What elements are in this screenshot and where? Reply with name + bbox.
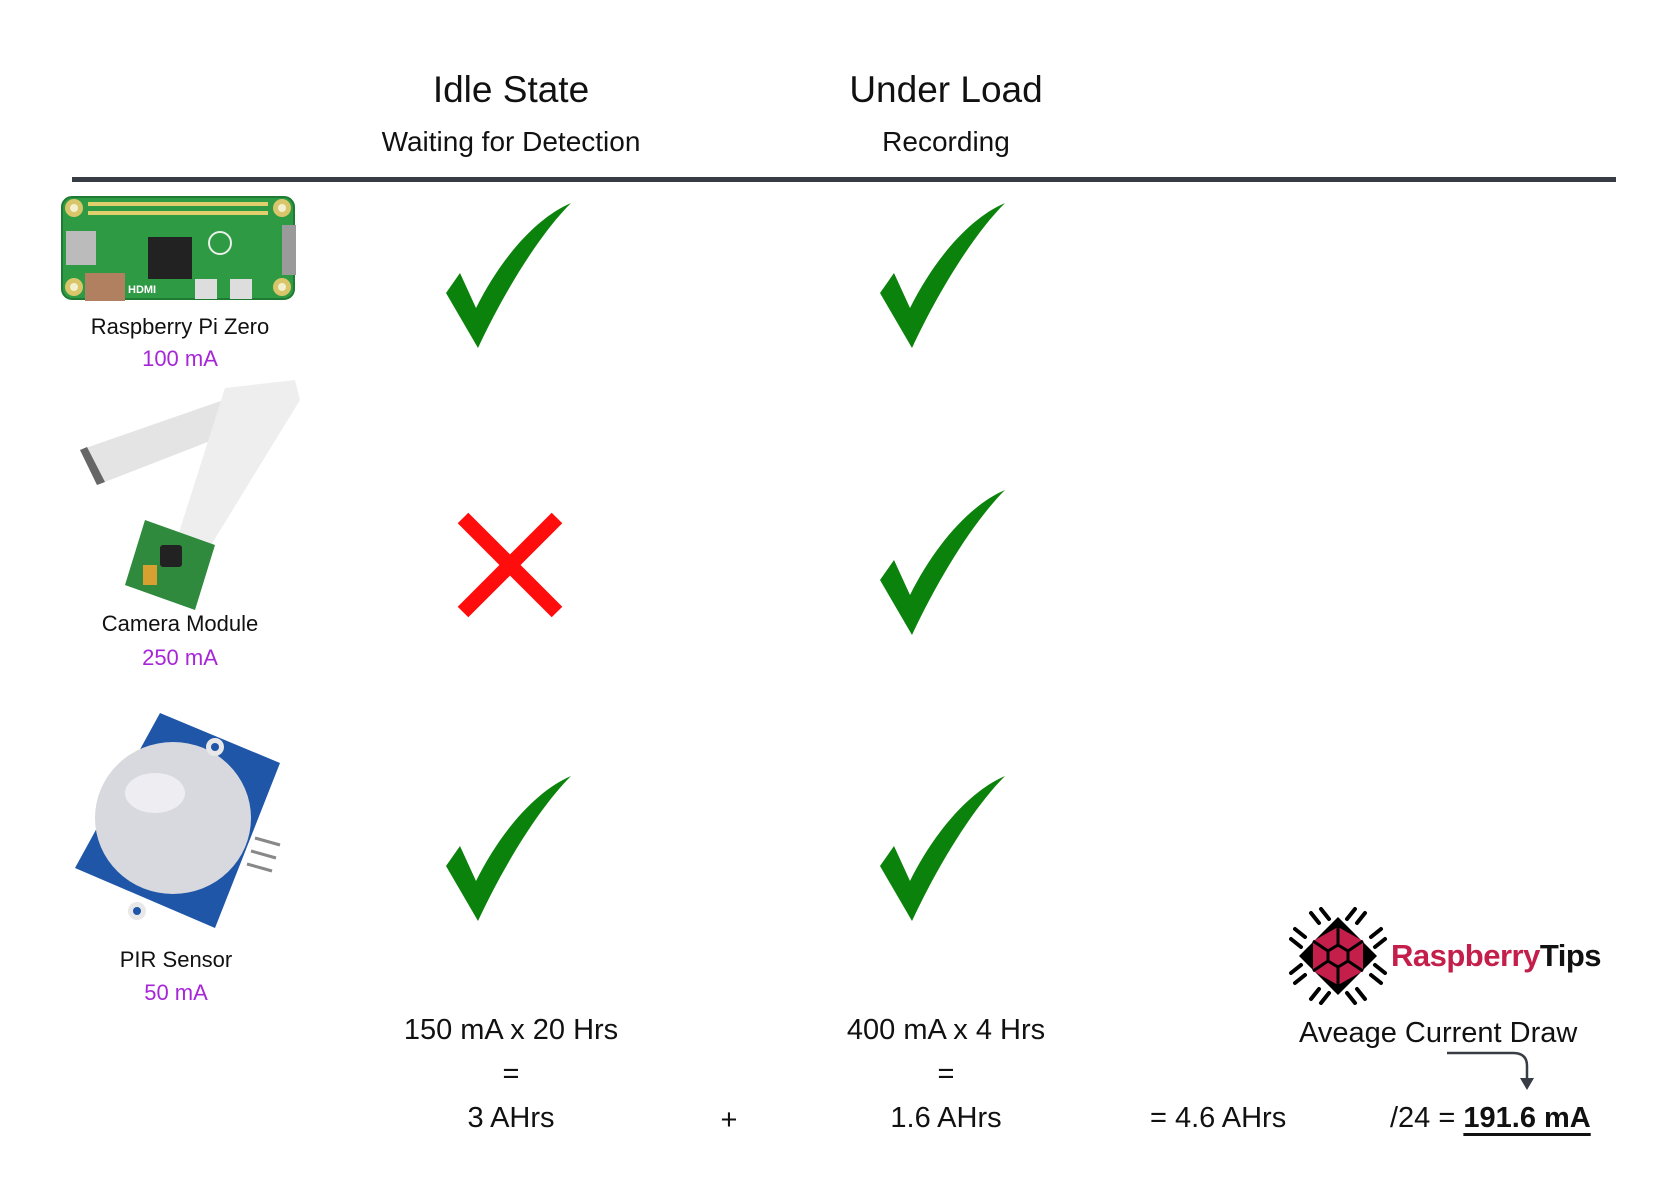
check-icon [880,490,1008,635]
idle-equals: = [502,1058,520,1090]
cross-icon [455,510,565,620]
column-title-idle: Idle State [432,69,590,110]
load-result: 1.6 AHrs [890,1102,1002,1134]
column-subtitle-load: Recording [882,126,1010,157]
component-current: 50 mA [144,980,208,1005]
average-formula: /24 = 191.6 mA [1390,1102,1591,1134]
idle-result: 3 AHrs [467,1102,555,1134]
plus-sign: + [720,1104,738,1136]
check-icon [446,203,574,348]
load-expression: 400 mA x 4 Hrs [846,1014,1046,1046]
header-divider [72,177,1616,182]
curved-arrow-icon [1445,1050,1535,1092]
column-subtitle-idle: Waiting for Detection [381,126,641,157]
check-icon [446,776,574,921]
component-current: 250 mA [142,645,218,670]
raspberry-pi-zero-image: HDMI [60,193,300,303]
load-equals: = [937,1058,955,1090]
brand-part-raspberry: Raspberry [1391,938,1540,973]
brand-part-tips: Tips [1539,938,1602,973]
average-current-label: Aveage Current Draw [1299,1017,1578,1049]
average-result: 191.6 mA [1463,1102,1591,1134]
component-name: Camera Module [101,611,259,636]
idle-expression: 150 mA x 20 Hrs [403,1014,619,1046]
check-icon [880,203,1008,348]
svg-text:HDMI: HDMI [128,284,156,296]
pir-sensor-image [55,703,300,938]
column-title-load: Under Load [849,69,1043,110]
raspberrytips-wordmark: RaspberryTips [1391,938,1602,974]
camera-module-image [75,380,305,615]
total-ahrs: = 4.6 AHrs [1150,1102,1287,1134]
raspberrytips-chip-logo-icon [1289,907,1387,1005]
component-name: PIR Sensor [119,947,233,972]
check-icon [880,776,1008,921]
divisor-text: /24 = [1390,1102,1456,1134]
component-name: Raspberry Pi Zero [90,314,270,339]
component-current: 100 mA [142,346,218,371]
